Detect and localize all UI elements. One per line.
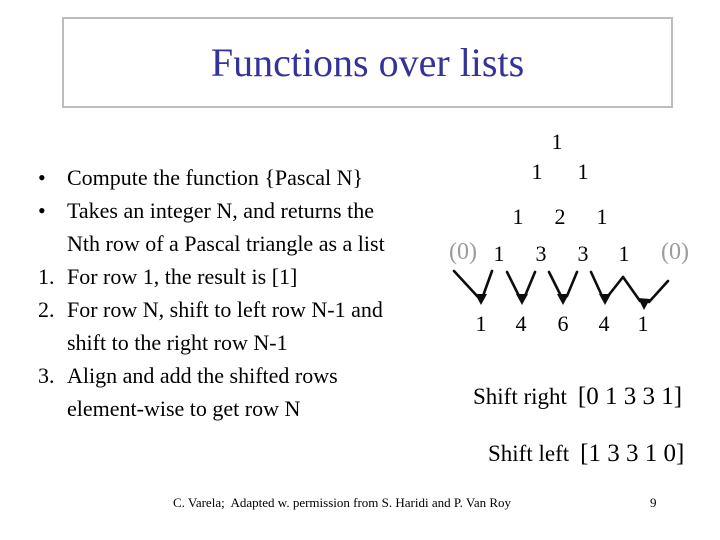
triangle-cell: 1 (493, 241, 505, 266)
number-marker: 2. (38, 297, 55, 322)
bullet-row: • Takes an integer N, and returns the (38, 194, 448, 227)
shift-right-value: [0 1 3 3 1] (577, 383, 683, 410)
triangle-cell: 1 (637, 311, 649, 336)
bullet-marker: • (38, 165, 46, 190)
triangle-cell: 4 (598, 311, 610, 336)
numbered-row: element-wise to get row N (38, 392, 448, 425)
triangle-cell: 6 (557, 311, 569, 336)
ghost-zero-left: (0) (449, 239, 477, 265)
shift-right-row: Shift right [0 1 3 3 1] (473, 383, 682, 411)
bullet-marker: • (38, 198, 46, 223)
bullet-line: element-wise to get row N (67, 396, 301, 421)
triangle-cell: 1 (512, 204, 524, 229)
add-arrow-v5 (621, 275, 670, 310)
title-box: Functions over lists (62, 17, 673, 108)
shift-right-label: Shift right (473, 384, 567, 409)
numbered-row: 1. For row 1, the result is [1] (38, 260, 448, 293)
bullet-line: For row N, shift to left row N-1 and (67, 297, 383, 322)
triangle-cell: 1 (475, 311, 487, 336)
bullet-line: Takes an integer N, and returns the (67, 198, 374, 223)
bullet-line: Nth row of a Pascal triangle as a list (67, 231, 385, 256)
triangle-cell: 1 (531, 159, 543, 184)
number-marker: 3. (38, 363, 55, 388)
shift-left-row: Shift left [1 3 3 1 0] (488, 440, 684, 468)
add-arrow-v1 (452, 269, 494, 305)
bullet-line: shift to the right row N-1 (67, 330, 288, 355)
slide-title: Functions over lists (210, 40, 525, 85)
add-arrow-v4 (589, 270, 625, 305)
ghost-zero-right: (0) (661, 239, 689, 265)
triangle-cell: 1 (551, 129, 563, 154)
page-number: 9 (650, 495, 657, 510)
numbered-row: shift to the right row N-1 (38, 326, 448, 359)
triangle-cell: 3 (535, 241, 547, 266)
bullet-line: Align and add the shifted rows (67, 363, 338, 388)
bullet-line: For row 1, the result is [1] (67, 264, 298, 289)
add-arrow-v2 (505, 270, 537, 305)
bullet-row: Nth row of a Pascal triangle as a list (38, 227, 448, 260)
shift-left-label: Shift left (488, 441, 570, 466)
add-arrow-v3 (547, 270, 579, 305)
numbered-row: 3. Align and add the shifted rows (38, 359, 448, 392)
bullet-row: • Compute the function {Pascal N} (38, 161, 448, 194)
numbered-row: 2. For row N, shift to left row N-1 and (38, 293, 448, 326)
bullet-line: Compute the function {Pascal N} (67, 165, 364, 190)
shift-left-value: [1 3 3 1 0] (580, 440, 685, 467)
bullet-list: • Compute the function {Pascal N} • Take… (38, 161, 448, 425)
triangle-cell: 1 (596, 204, 608, 229)
triangle-cell: 4 (515, 311, 527, 336)
number-marker: 1. (38, 264, 55, 289)
triangle-cell: 1 (577, 159, 589, 184)
triangle-cell: 1 (618, 241, 630, 266)
triangle-cell: 3 (577, 241, 589, 266)
footer-credit: C. Varela; Adapted w. permission from S.… (172, 495, 512, 510)
triangle-cell: 2 (554, 204, 566, 229)
